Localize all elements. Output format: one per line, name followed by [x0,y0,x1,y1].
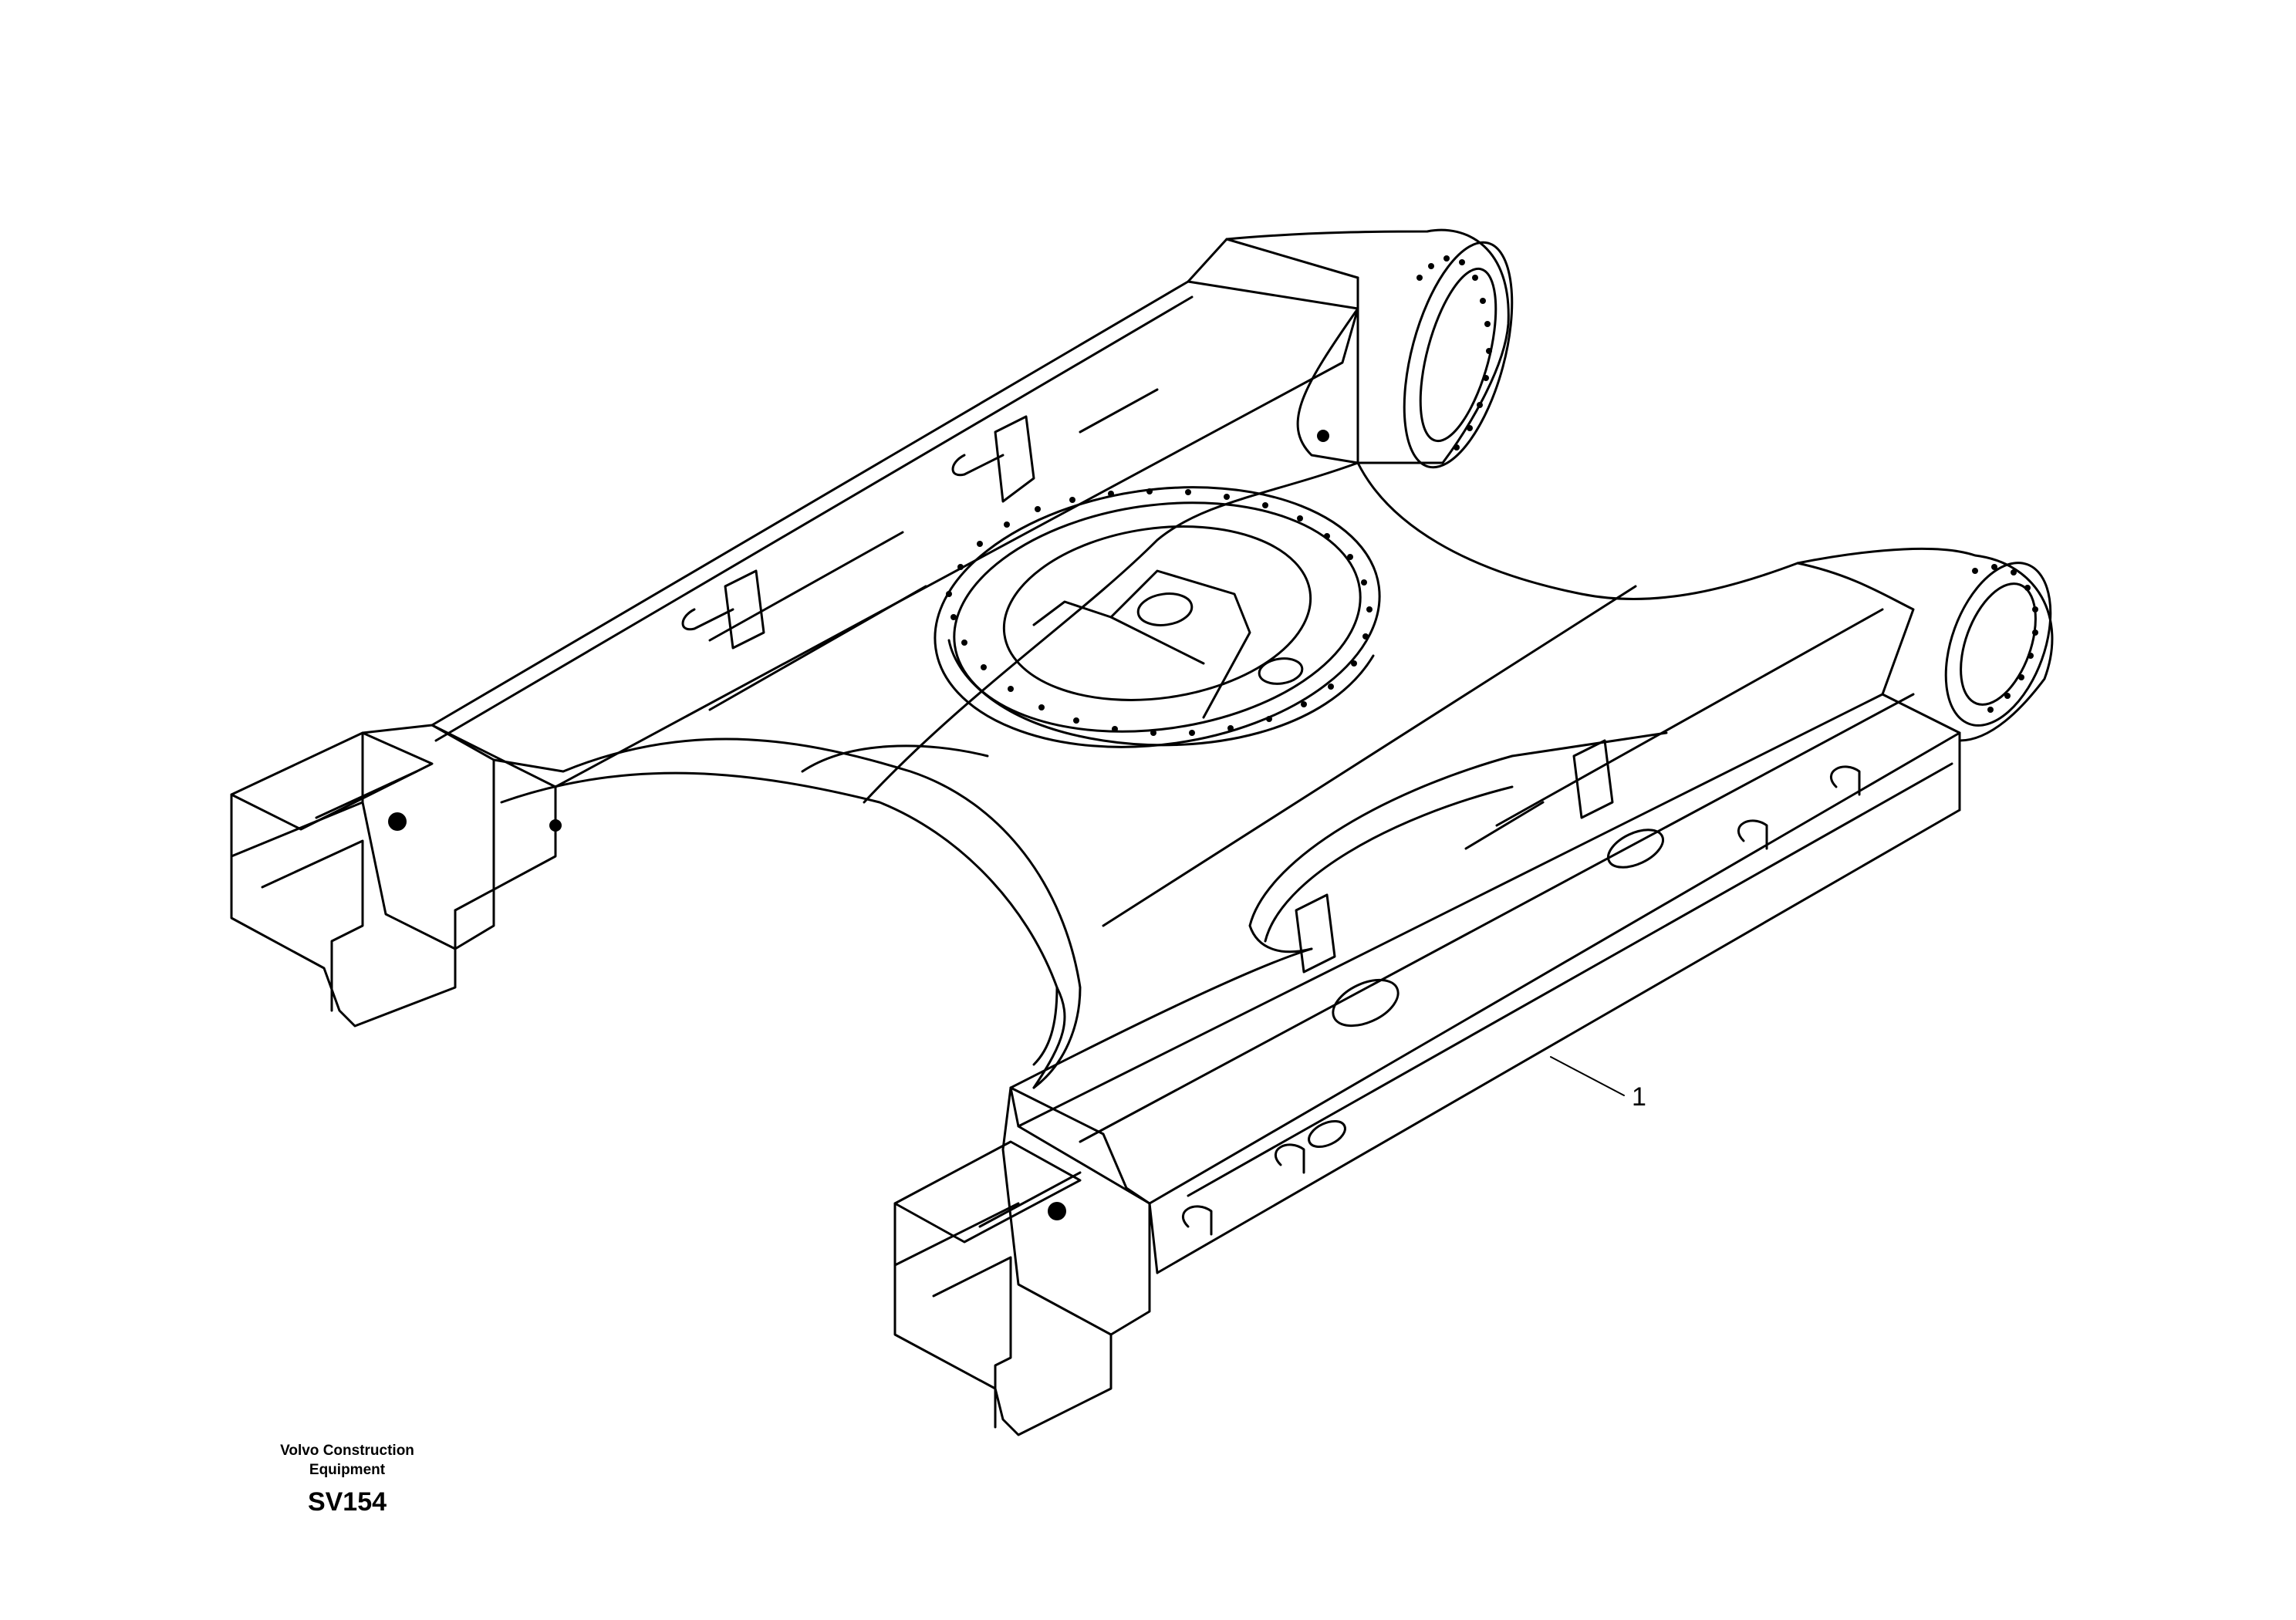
idler-bolt-holes-left [1416,255,1492,451]
company-name-line1: Volvo Construction [280,1443,414,1459]
drawing-code: SV154 [307,1487,387,1517]
idler-bolt-holes-right [1972,564,2038,713]
callout-label-1: 1 [1632,1082,1646,1112]
swing-ring-mount [934,486,1381,748]
left-track-frame [230,228,1514,1089]
company-name-line2: Equipment [309,1462,386,1478]
right-track-frame [893,547,2054,1436]
callout-leader-1 [1550,1056,1625,1096]
drawing-caption: Volvo Construction Equipment SV154 [231,1441,463,1517]
bolt-holes [946,488,1373,736]
center-body [708,461,1799,927]
